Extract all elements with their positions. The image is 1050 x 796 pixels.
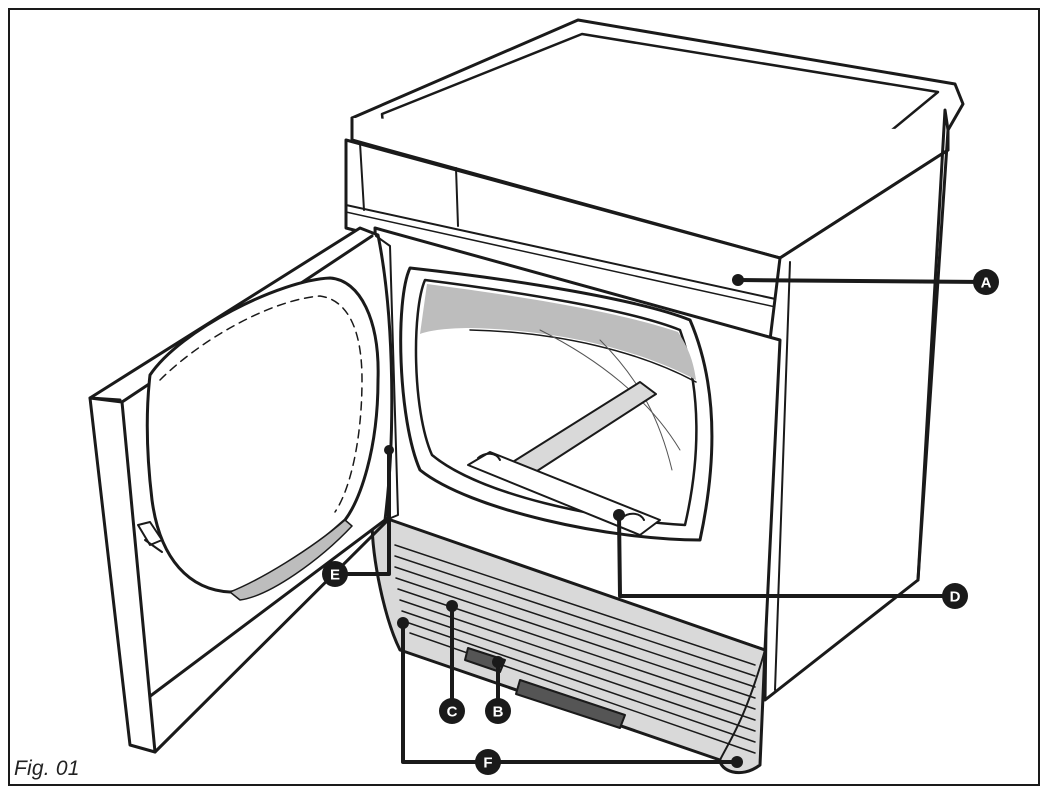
figure-caption: Fig. 01 xyxy=(14,757,80,780)
callout-f: F xyxy=(475,749,501,775)
callout-b-label: B xyxy=(493,704,504,721)
callout-dot-c xyxy=(446,600,458,612)
callout-e-label: E xyxy=(330,567,340,584)
kick-plate xyxy=(370,516,767,775)
callout-dot-f-right xyxy=(731,756,743,768)
callout-dot-f-left xyxy=(397,617,409,629)
drum-opening xyxy=(399,266,714,542)
callout-c-label: C xyxy=(447,704,458,721)
callout-a-label: A xyxy=(981,275,992,292)
callout-dot-a xyxy=(732,274,744,286)
callout-d-label: D xyxy=(950,589,961,606)
callout-a: A xyxy=(973,269,999,295)
callout-e: E xyxy=(322,561,348,587)
callout-dot-d xyxy=(613,509,625,521)
callout-b: B xyxy=(485,698,511,724)
callout-dot-b xyxy=(492,656,504,668)
callout-dot-e xyxy=(384,445,394,455)
callout-c: C xyxy=(439,698,465,724)
callout-f-label: F xyxy=(483,755,492,772)
callout-d: D xyxy=(942,583,968,609)
open-door xyxy=(88,226,399,754)
